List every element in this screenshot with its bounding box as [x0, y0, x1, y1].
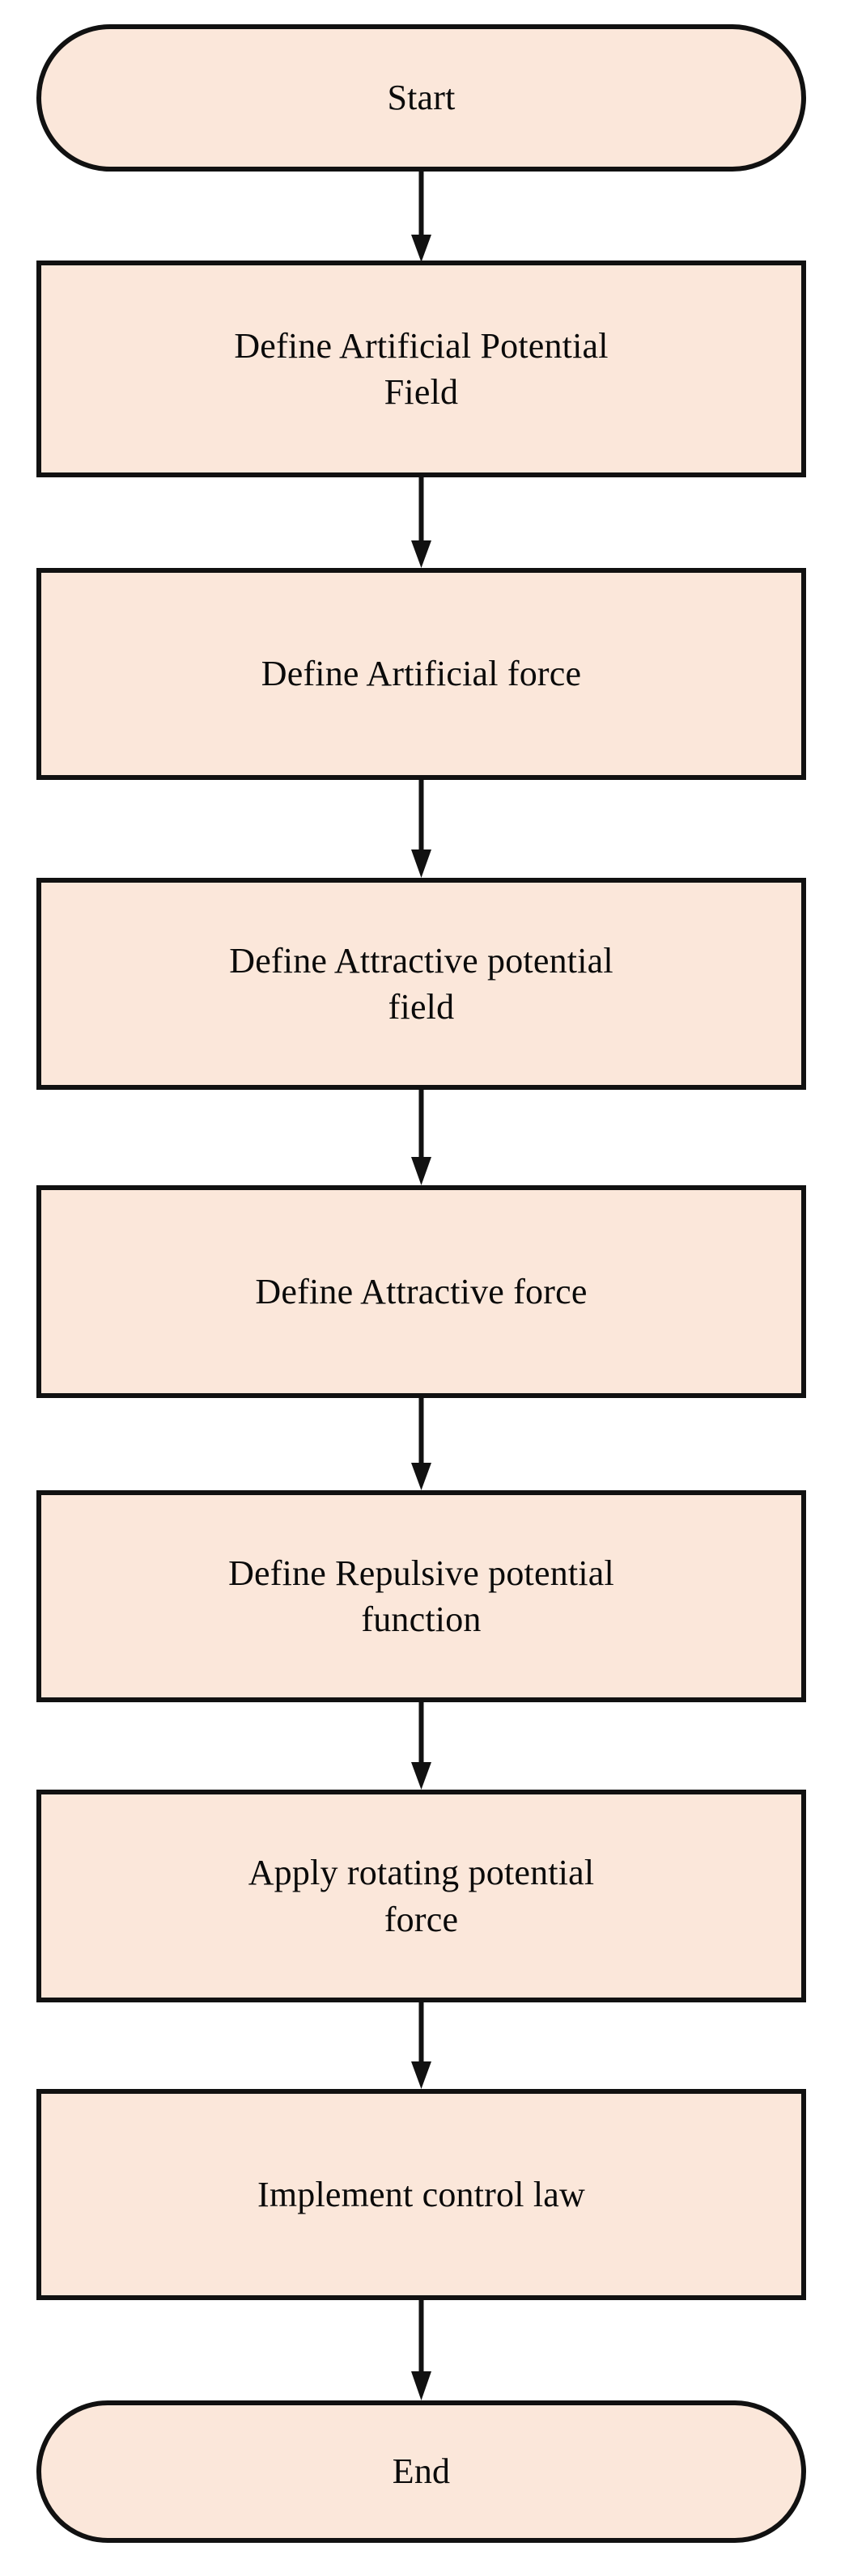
- node-define-artificial-force[interactable]: Define Artificial force: [36, 568, 806, 780]
- edge-apply-rot-force-to-impl-control-law: [0, 2002, 849, 2089]
- node-apply-rotating-potential-force[interactable]: Apply rotating potential force: [36, 1790, 806, 2002]
- node-start-label: Start: [387, 78, 456, 118]
- node-define-repulsive-potential-function[interactable]: Define Repulsive potential function: [36, 1490, 806, 1702]
- node-define-artificial-force-label: Define Artificial force: [261, 654, 582, 694]
- node-define-repulsive-potential-function-label: Define Repulsive potential function: [228, 1553, 614, 1639]
- node-start[interactable]: Start: [36, 24, 806, 172]
- arrow-down-icon: [411, 780, 431, 878]
- node-define-artificial-potential-field-label: Define Artificial Potential Field: [234, 325, 609, 412]
- node-end-label: End: [392, 2451, 451, 2492]
- edge-define-rep-pf-to-apply-rot-force: [0, 1702, 849, 1790]
- arrow-down-icon: [411, 172, 431, 262]
- edge-define-attr-force-to-define-rep-pf: [0, 1398, 849, 1490]
- arrow-down-icon: [411, 1090, 431, 1185]
- node-apply-rotating-potential-force-label: Apply rotating potential force: [248, 1853, 595, 1939]
- arrow-down-icon: [411, 2002, 431, 2089]
- node-implement-control-law-label: Implement control law: [257, 2174, 585, 2214]
- edge-define-attr-pf-to-define-attr-force: [0, 1090, 849, 1185]
- edge-impl-control-law-to-end: [0, 2300, 849, 2400]
- node-define-attractive-potential-field[interactable]: Define Attractive potential field: [36, 878, 806, 1090]
- node-define-artificial-potential-field[interactable]: Define Artificial Potential Field: [36, 261, 806, 477]
- node-end[interactable]: End: [36, 2400, 806, 2543]
- edge-define-apf-to-define-force: [0, 477, 849, 568]
- arrow-down-icon: [411, 1398, 431, 1490]
- arrow-down-icon: [411, 1702, 431, 1790]
- node-define-attractive-force-label: Define Attractive force: [255, 1271, 588, 1311]
- node-implement-control-law[interactable]: Implement control law: [36, 2089, 806, 2300]
- edge-start-to-define-apf: [0, 172, 849, 262]
- node-define-attractive-potential-field-label: Define Attractive potential field: [229, 940, 613, 1027]
- arrow-down-icon: [411, 2300, 431, 2400]
- node-define-attractive-force[interactable]: Define Attractive force: [36, 1185, 806, 1398]
- arrow-down-icon: [411, 477, 431, 568]
- edge-define-force-to-define-attr-pf: [0, 780, 849, 878]
